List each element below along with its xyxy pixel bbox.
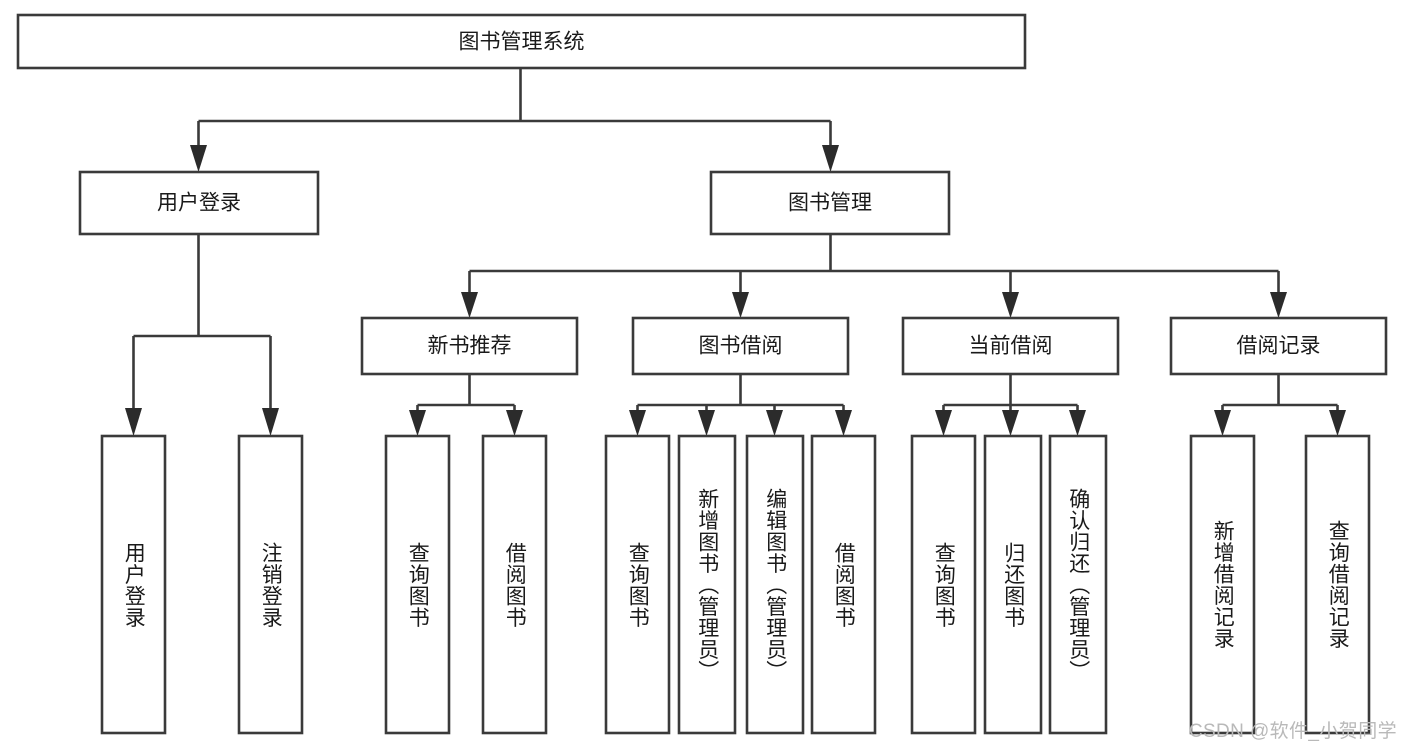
arrow-head-icon (1069, 410, 1086, 436)
arrow-head-icon (409, 410, 426, 436)
node-box-leaf-query-record[interactable] (1304, 434, 1371, 735)
node-box-leaf-user-logout[interactable] (237, 434, 304, 735)
node-label-book-manage: 图书管理 (788, 192, 872, 215)
arrow-head-icon (506, 410, 523, 436)
csdn-watermark: CSDN @软件_小贺同学 (1188, 721, 1397, 742)
arrow-head-icon (698, 410, 715, 436)
connector-group-root (190, 68, 839, 172)
node-box-book-manage[interactable] (709, 170, 951, 236)
node-box-new-book-recommend[interactable] (360, 316, 579, 376)
node-box-leaf-borrow-book-1[interactable] (481, 434, 548, 735)
node-box-leaf-query-book-1[interactable] (384, 434, 451, 735)
node-box-root[interactable] (16, 13, 1027, 70)
node-box-current-borrow[interactable] (901, 316, 1120, 376)
arrow-head-icon (1270, 292, 1287, 318)
arrow-head-icon (629, 410, 646, 436)
node-box-leaf-add-book[interactable] (677, 434, 737, 735)
node-label-root: 图书管理系统 (459, 31, 585, 54)
arrow-head-icon (1329, 410, 1346, 436)
node-label-new-book-recommend: 新书推荐 (428, 335, 512, 358)
node-box-leaf-borrow-book-2[interactable] (810, 434, 877, 735)
arrow-head-icon (1002, 410, 1019, 436)
node-box-book-borrow[interactable] (631, 316, 850, 376)
node-box-borrow-record[interactable] (1169, 316, 1388, 376)
connector-group-new-book-recommend (409, 374, 523, 436)
arrow-head-icon (822, 145, 839, 172)
node-label-user-login: 用户登录 (157, 192, 241, 215)
arrow-head-icon (1002, 292, 1019, 318)
node-box-leaf-user-login[interactable] (100, 434, 167, 735)
arrow-head-icon (732, 292, 749, 318)
arrow-head-icon (262, 408, 279, 436)
connector-group-book-borrow (629, 374, 852, 436)
connector-group-user-login (125, 234, 279, 436)
node-box-leaf-query-book-2[interactable] (604, 434, 671, 735)
node-label-book-borrow: 图书借阅 (699, 335, 783, 358)
node-label-current-borrow: 当前借阅 (969, 335, 1053, 358)
arrow-head-icon (835, 410, 852, 436)
node-box-leaf-add-record[interactable] (1189, 434, 1256, 735)
node-label-borrow-record: 借阅记录 (1237, 335, 1321, 358)
node-box-leaf-confirm-return[interactable] (1048, 434, 1108, 735)
node-box-leaf-query-book-3[interactable] (910, 434, 977, 735)
arrow-head-icon (766, 410, 783, 436)
arrow-head-icon (935, 410, 952, 436)
connector-group-book-manage (461, 234, 1287, 318)
node-box-leaf-edit-book[interactable] (745, 434, 805, 735)
node-box-leaf-return-book[interactable] (983, 434, 1043, 735)
arrow-head-icon (1214, 410, 1231, 436)
arrow-head-icon (125, 408, 142, 436)
arrow-head-icon (461, 292, 478, 318)
node-box-user-login[interactable] (78, 170, 320, 236)
connector-group-current-borrow (935, 374, 1086, 436)
connector-group-borrow-record (1214, 374, 1346, 436)
arrow-head-icon (190, 145, 207, 172)
